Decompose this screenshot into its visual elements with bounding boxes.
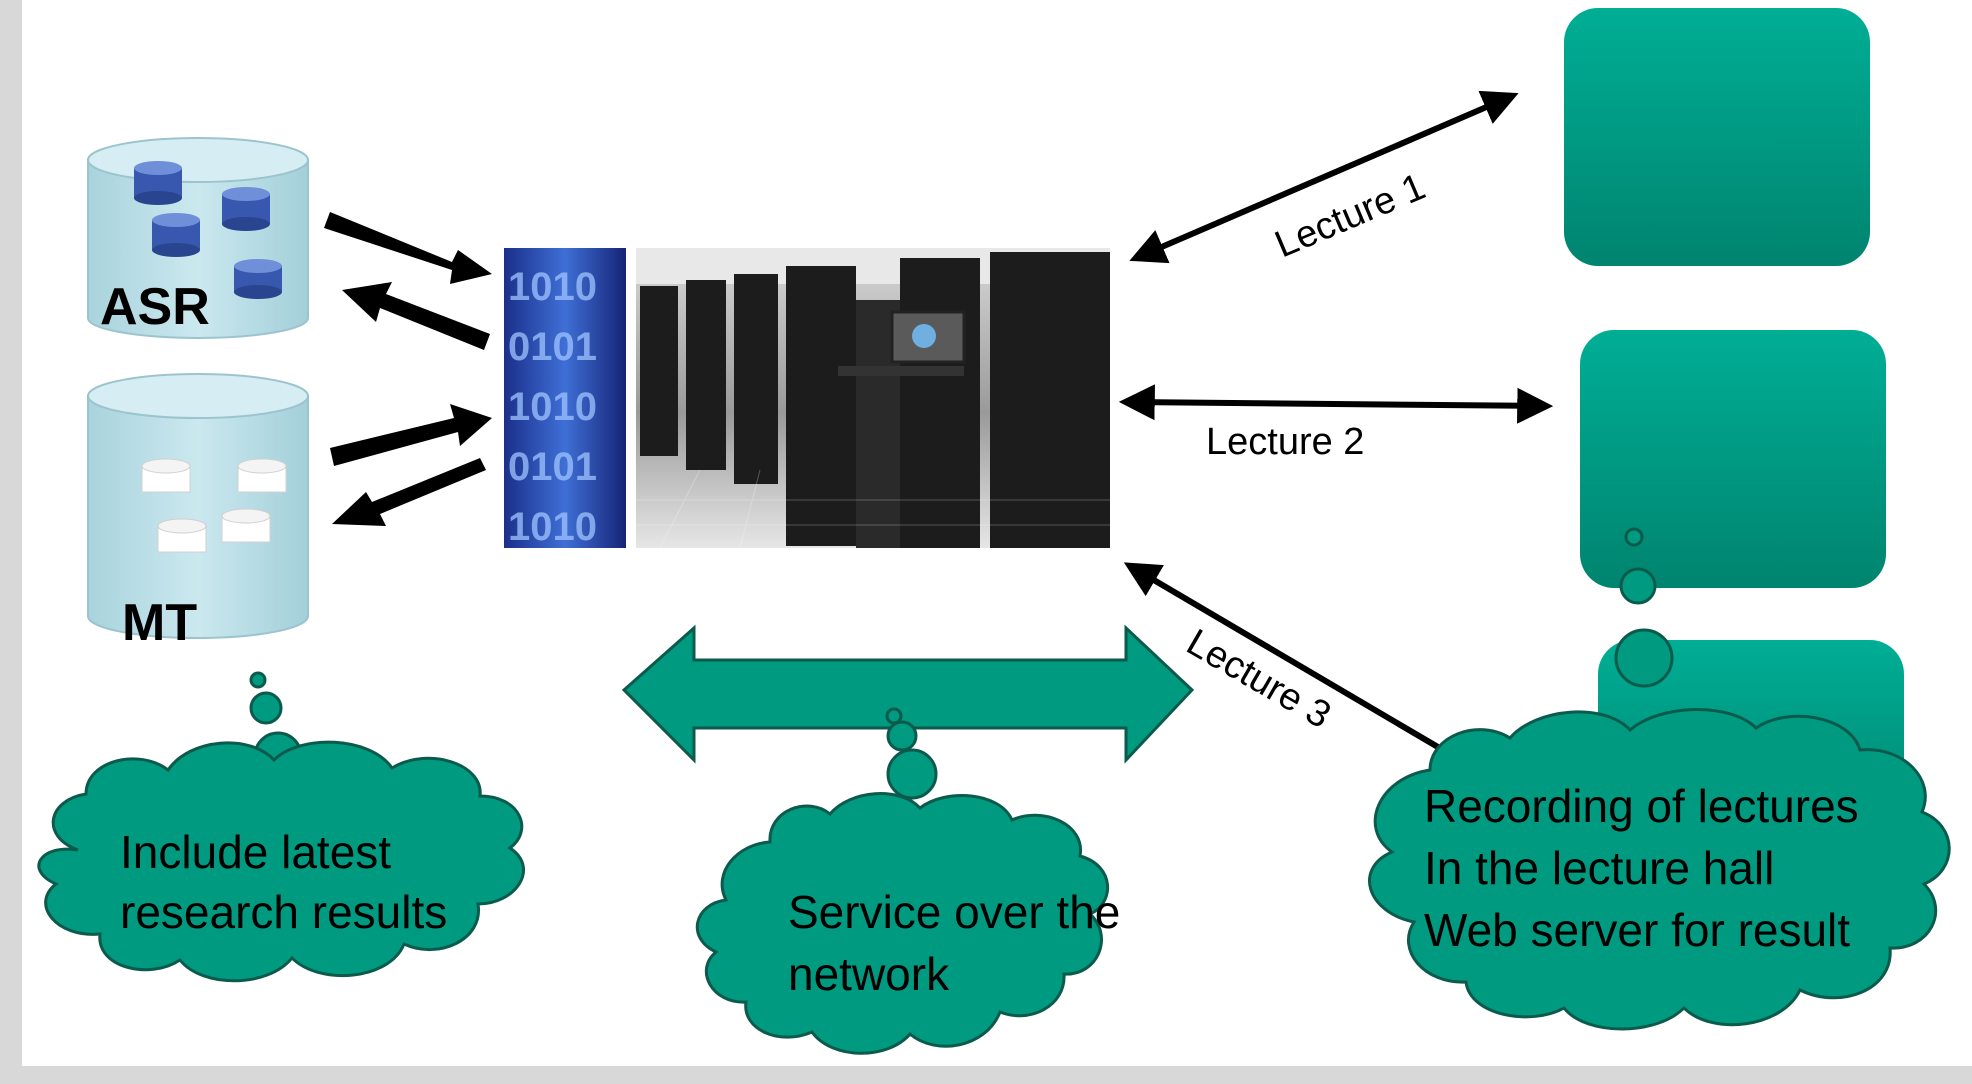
arrow-lecture-3 (1123, 562, 1462, 763)
cloud-service-line: Service over the (788, 886, 1120, 938)
server-room-image: 1010 0101 1010 0101 1010 (504, 248, 1110, 549)
lecture-2-label: Lecture 2 (1206, 421, 1364, 463)
svg-text:0101: 0101 (508, 325, 597, 369)
frame-left (0, 0, 22, 1084)
cloud-service-text: Service over the network (788, 886, 1133, 1000)
asr-database: ASR (87, 137, 309, 339)
arrow-server-to-asr (342, 282, 490, 350)
cloud-research-line: Include latest (120, 826, 391, 878)
cloud-recording-line: Recording of lectures (1424, 780, 1859, 832)
arrow-lecture-1 (1129, 90, 1519, 264)
svg-text:1010: 1010 (508, 385, 597, 429)
cloud-recording-line: In the lecture hall (1424, 842, 1774, 894)
cloud-service (695, 792, 1110, 1055)
mt-database: MT (87, 373, 309, 652)
cloud-recording-text: Recording of lectures In the lecture hal… (1424, 780, 1871, 956)
db-icon-group (134, 161, 282, 299)
svg-text:0101: 0101 (508, 445, 597, 489)
cloud-service-line: network (788, 948, 950, 1000)
arrow-asr-to-server (324, 212, 492, 284)
svg-text:1010: 1010 (508, 505, 597, 549)
lecture-hall-box-1 (1564, 8, 1870, 266)
cloud-recording-line: Web server for result (1424, 904, 1850, 956)
cloud-research (37, 740, 525, 983)
svg-text:1010: 1010 (508, 265, 597, 309)
arrow-server-to-mt (332, 458, 486, 526)
asr-label: ASR (100, 278, 210, 336)
arrow-lecture-2 (1118, 384, 1554, 424)
network-arrow (621, 624, 1195, 764)
lecture-hall-box-2 (1580, 330, 1886, 588)
binary-strip (504, 248, 626, 548)
mt-label: MT (122, 594, 197, 652)
cloud-recording (1368, 708, 1951, 1031)
cloud-research-line: research results (120, 886, 447, 938)
db-icon-group (141, 458, 287, 553)
db-arrows (324, 212, 492, 526)
arrow-mt-to-server (330, 404, 492, 466)
cloud-research-text: Include latest research results (120, 826, 447, 938)
frame-bottom (0, 1066, 1972, 1084)
